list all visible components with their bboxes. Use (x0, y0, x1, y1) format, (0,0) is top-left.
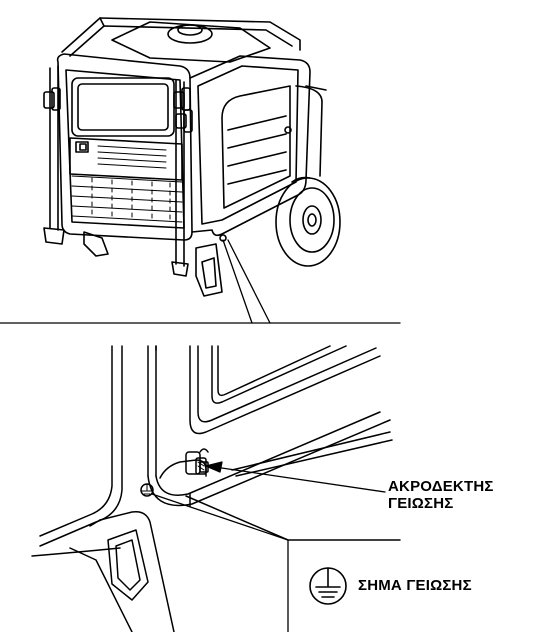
front-post-left (49, 65, 59, 231)
generator-overview (43, 17, 341, 297)
ground-mark-label: ΣΗΜΑ ΓΕΙΩΣΗΣ (358, 577, 472, 594)
front-panel (56, 53, 193, 241)
top-frame (61, 17, 301, 53)
foot-cutout (107, 529, 149, 601)
control-panel (69, 137, 183, 181)
detail-view (31, 345, 401, 632)
foot-right (195, 243, 223, 297)
detail-foot (69, 547, 133, 632)
front-post-right (175, 79, 185, 267)
terminal-arrowhead (205, 461, 223, 473)
ground-terminal-label-line2: ΓΕΙΩΣΗΣ (388, 495, 454, 512)
ground-terminal-label: ΑΚΡΟΔΕΚΤΗΣ ΓΕΙΩΣΗΣ (388, 478, 494, 512)
wheel (275, 176, 341, 267)
ground-symbol-icon (309, 567, 347, 605)
side-panel (189, 55, 311, 237)
detail-side-window (189, 345, 381, 435)
ground-terminal-label-line1: ΑΚΡΟΔΕΚΤΗΣ (388, 478, 494, 495)
ground-mark-detail (140, 483, 154, 497)
zoom-lines (0, 239, 401, 324)
front-window (71, 77, 175, 137)
front-grille (71, 175, 183, 224)
foot-left (83, 231, 109, 257)
side-louvers (221, 85, 292, 209)
callout-leaders (151, 461, 386, 632)
latch-left (43, 87, 61, 111)
detail-front-post (39, 345, 113, 537)
ground-terminal-detail (159, 448, 209, 479)
top-cover (111, 21, 271, 63)
